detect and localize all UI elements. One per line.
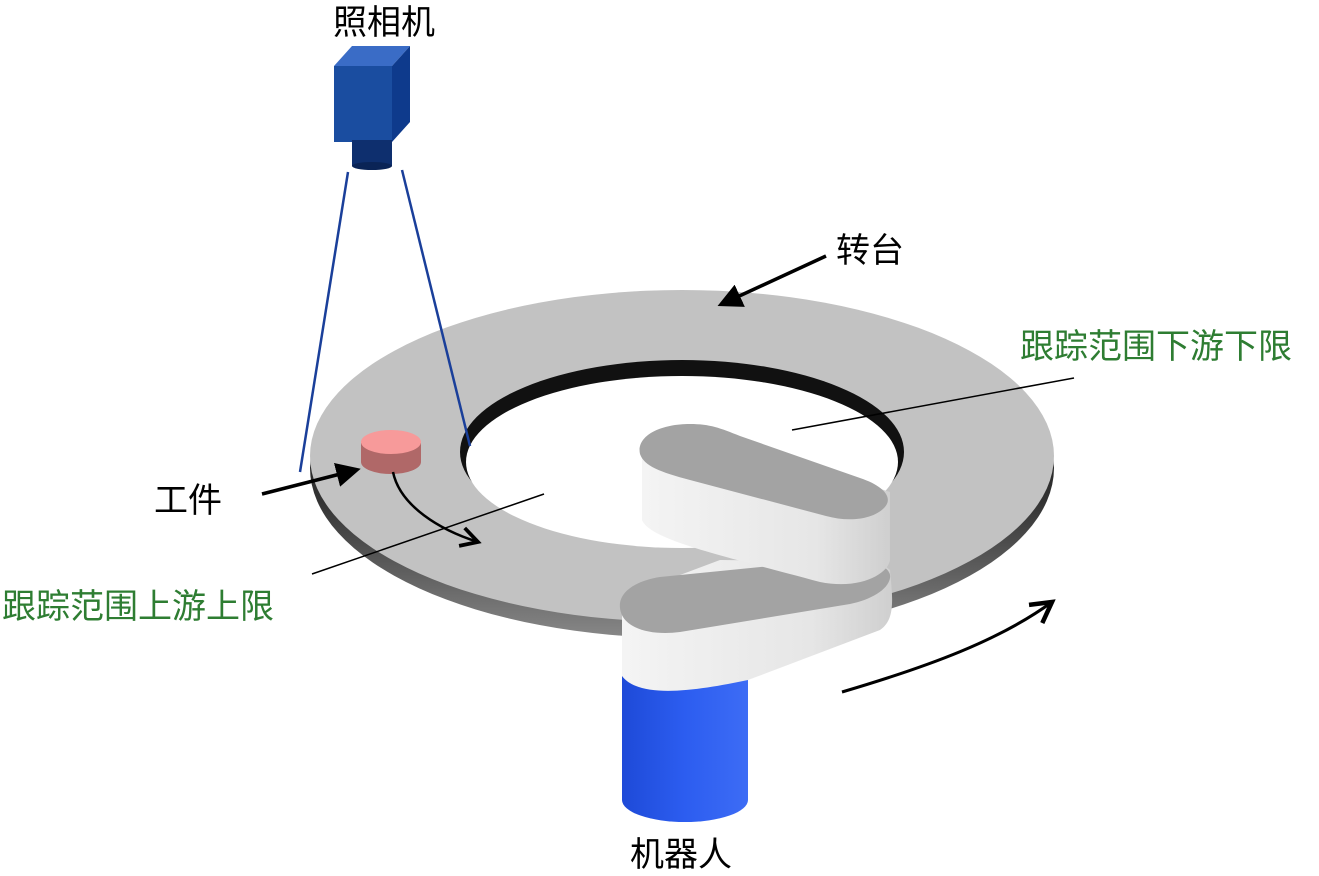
robot-base xyxy=(622,672,748,822)
robot-label: 机器人 xyxy=(630,835,732,875)
workpiece-motion-arrow xyxy=(391,471,478,542)
camera-label: 照相机 xyxy=(333,3,435,43)
turntable-pointer-arrow xyxy=(717,254,827,307)
camera-icon xyxy=(334,46,410,170)
lower-limit-leader xyxy=(791,377,1075,431)
robot xyxy=(619,424,893,822)
camera-view-line-right xyxy=(400,169,472,447)
upper-limit-leader xyxy=(311,493,545,575)
tracking-upper-limit-label: 跟踪范围上游上限 xyxy=(2,587,274,627)
rotation-arrow xyxy=(841,602,1052,694)
camera-view-line-left xyxy=(298,171,350,473)
workpiece-icon xyxy=(361,430,421,474)
tracking-lower-limit-label: 跟踪范围下游下限 xyxy=(1020,327,1292,367)
workpiece-pointer-arrow xyxy=(261,462,361,496)
workpiece-label: 工件 xyxy=(154,481,222,521)
turntable-label: 转台 xyxy=(836,231,904,271)
